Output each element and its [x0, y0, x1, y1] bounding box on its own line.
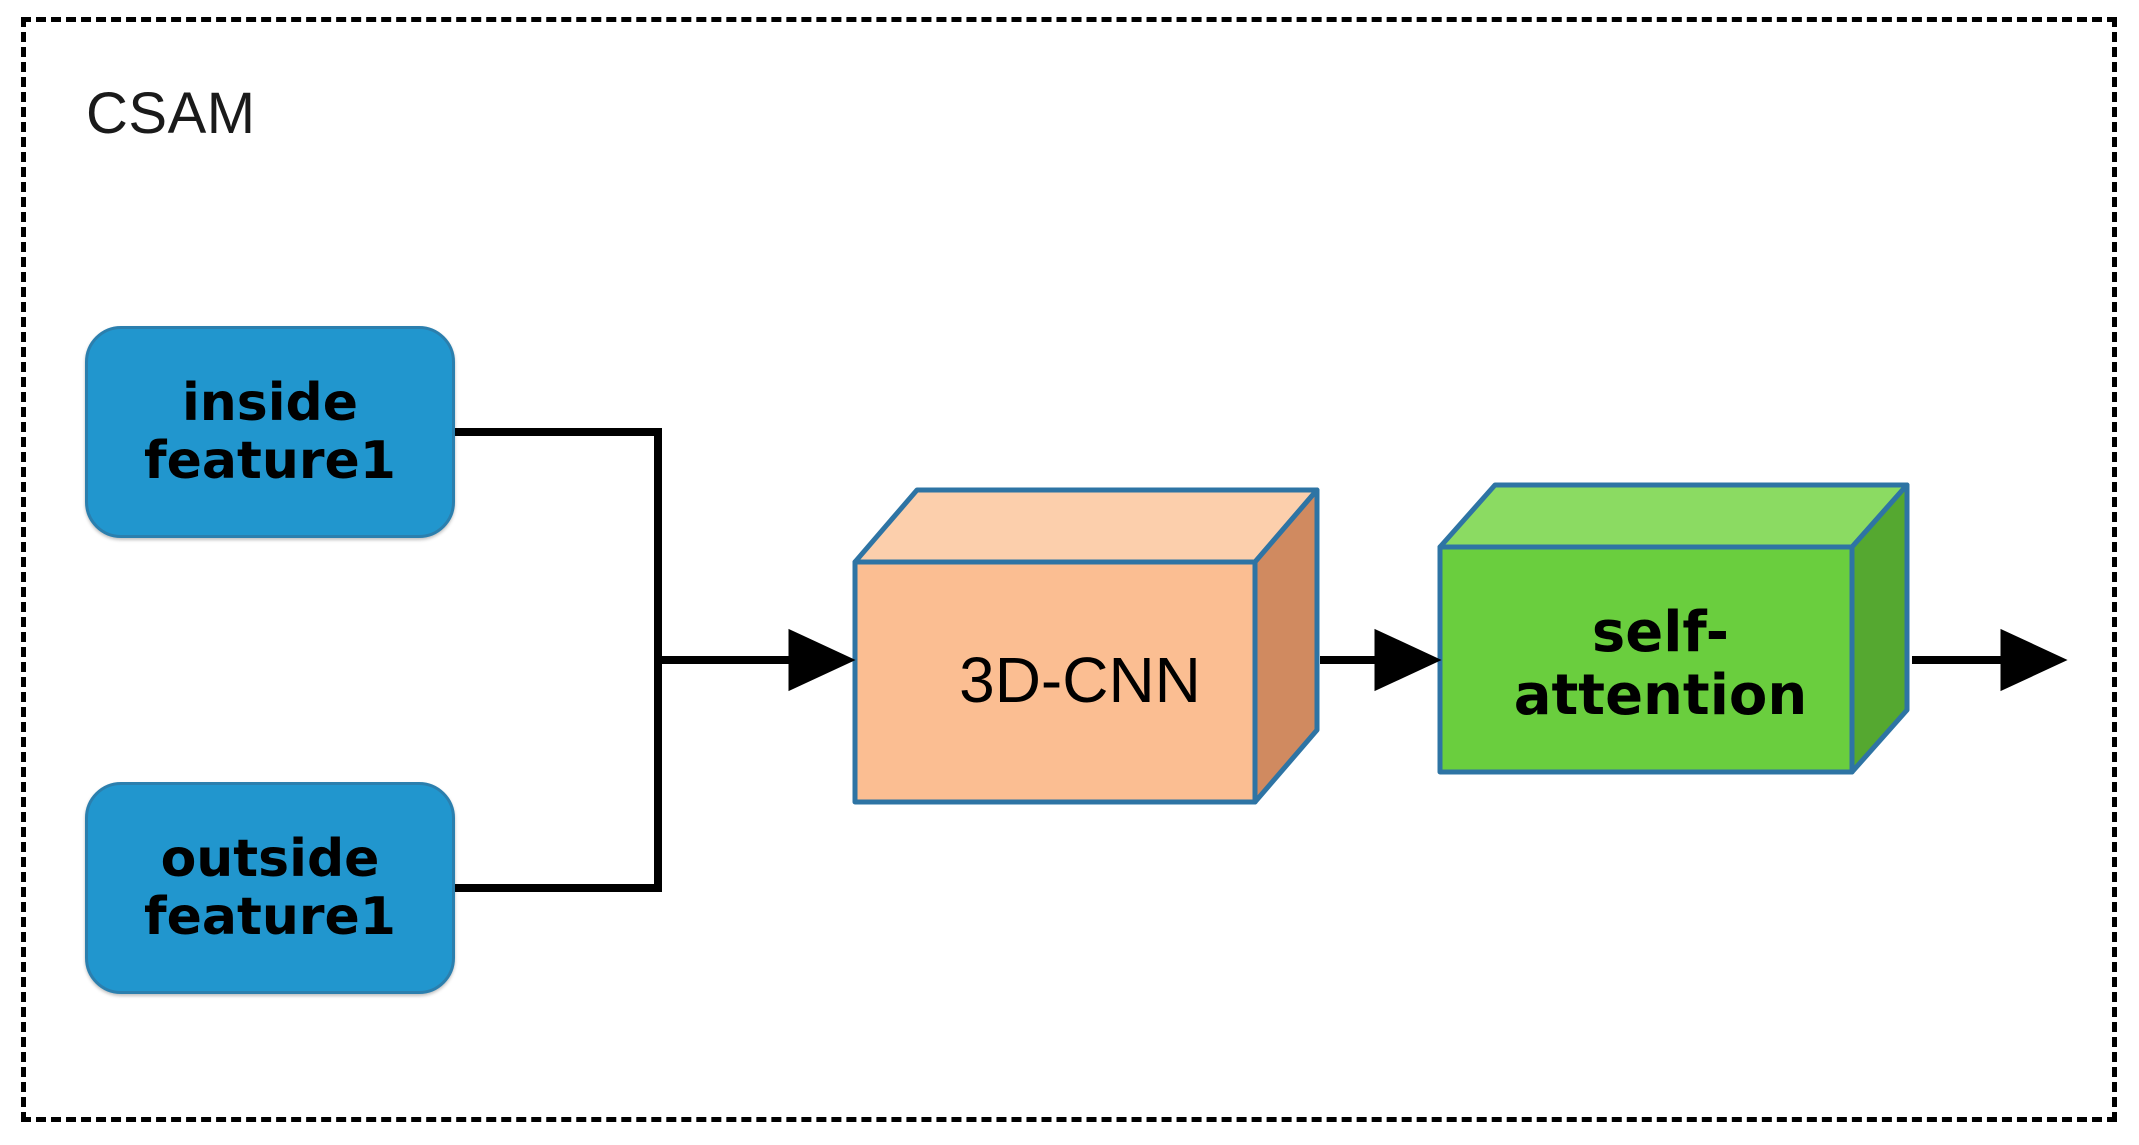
module-title: CSAM	[86, 81, 256, 146]
cube-front-face	[1437, 544, 1855, 775]
cube-top-face	[1437, 482, 1910, 550]
node-outside-feature1-label-line1: outside	[160, 828, 380, 889]
node-inside-feature1[interactable]: inside feature1	[85, 326, 455, 538]
cube-front-face	[852, 559, 1258, 805]
node-inside-feature1-label-line2: feature1	[144, 431, 396, 491]
node-inside-feature1-label-line1: inside	[181, 372, 359, 433]
csam-module-frame	[21, 17, 2117, 1122]
node-outside-feature1-label-line2: feature1	[144, 887, 396, 947]
node-self-attention-cube[interactable]	[1437, 482, 1910, 785]
node-3d-cnn-cube[interactable]	[852, 487, 1320, 810]
node-outside-feature1[interactable]: outside feature1	[85, 782, 455, 994]
cube-top-face	[852, 487, 1320, 565]
